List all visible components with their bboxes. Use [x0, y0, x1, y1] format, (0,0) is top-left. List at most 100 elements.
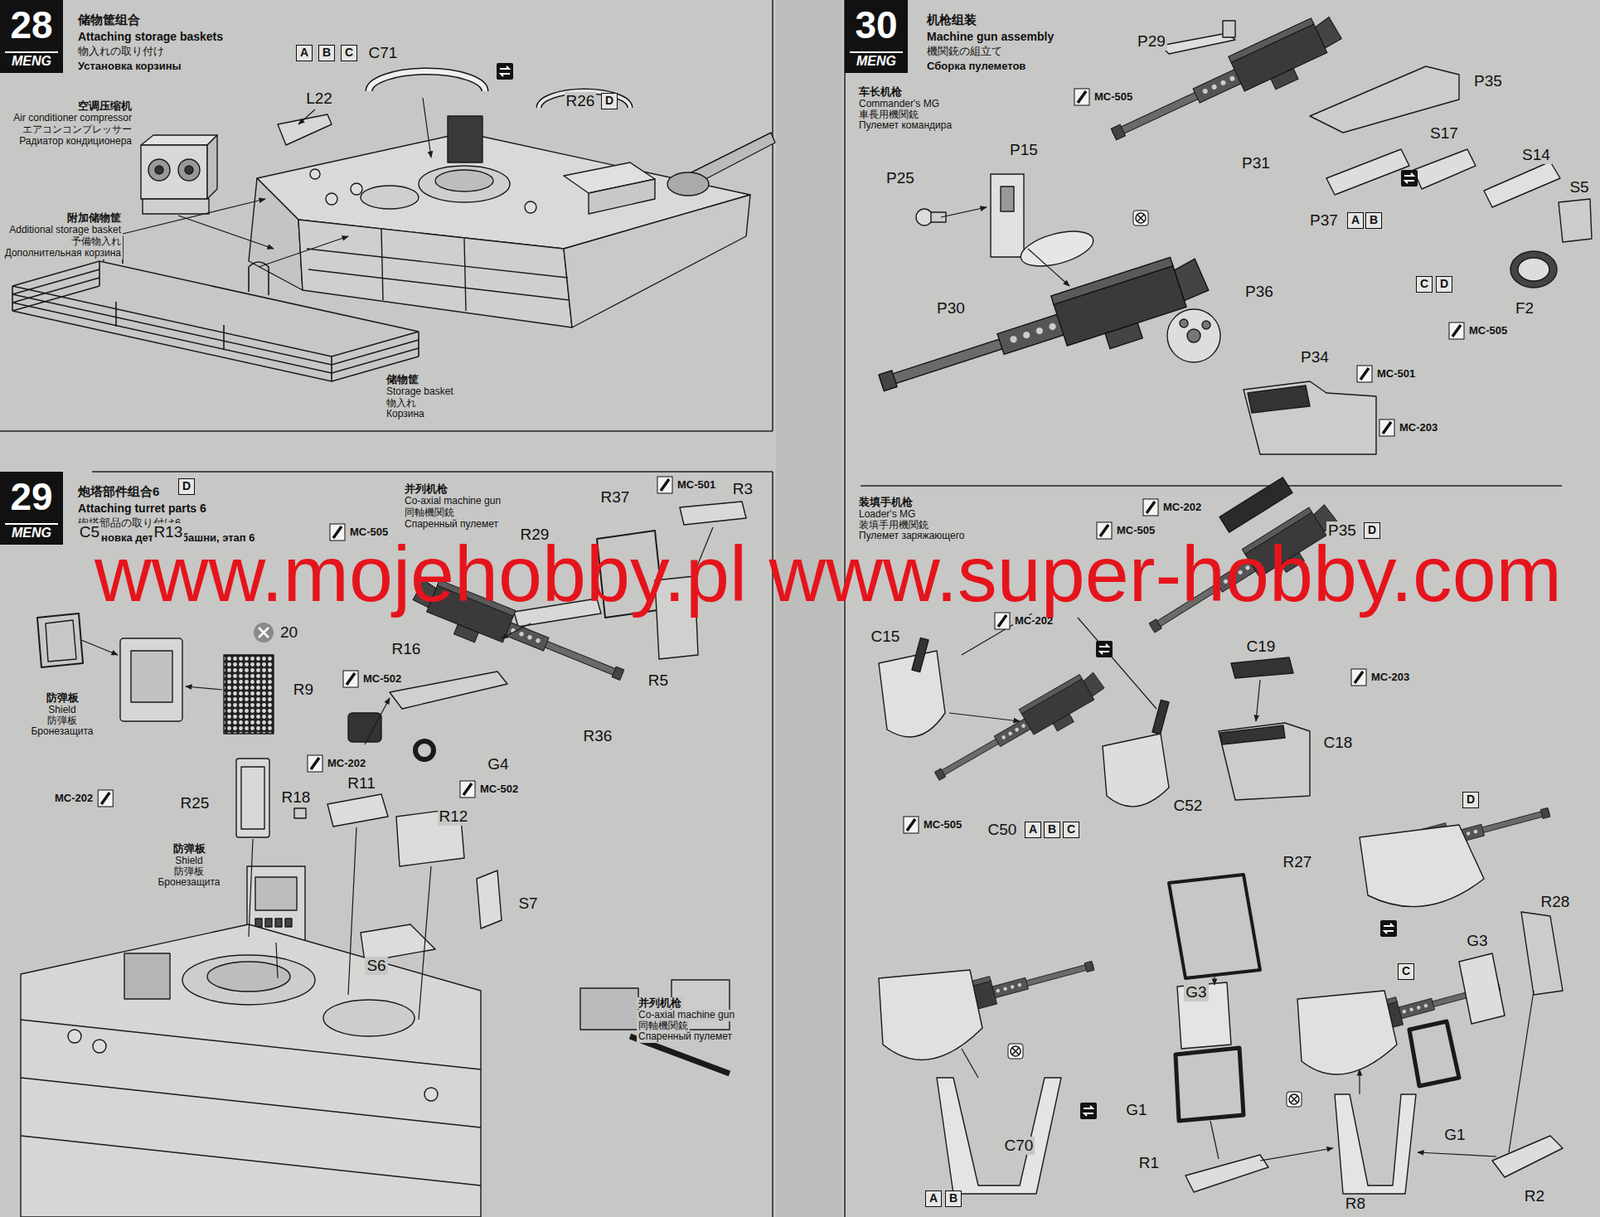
part-number: C50	[986, 820, 1019, 839]
part-number: R18	[280, 788, 313, 807]
turret-drawing	[306, 228, 570, 311]
step-number: 28	[0, 3, 64, 47]
illustration	[1008, 1043, 1024, 1059]
paint-brush-icon	[343, 670, 359, 688]
turret-drawing	[140, 135, 218, 146]
illustration	[1080, 1102, 1097, 1120]
paint-brush-icon	[1452, 324, 1461, 337]
paint-code: MC-502	[478, 783, 520, 796]
note-text: Co-axial machine gun	[636, 1009, 737, 1022]
step-heading: 炮塔部件组合6	[77, 484, 160, 499]
leader-line	[1417, 1152, 1497, 1157]
gun-parts-drawing	[1167, 309, 1221, 363]
step-badge: 29MENG炮塔部件组合6Attaching turret parts 6砲塔部…	[0, 471, 64, 545]
paint-brush-icon	[1357, 365, 1373, 383]
brand-logo: MENG	[4, 523, 59, 542]
frame-line	[860, 484, 1562, 487]
part-number: R36	[581, 727, 615, 746]
paint-code: MC-505	[1092, 91, 1135, 104]
note-text: Спаренный пулемет	[636, 1031, 734, 1043]
turret-parts-drawing	[389, 671, 508, 709]
turret-parts-drawing	[415, 741, 434, 760]
gun-parts-drawing	[1558, 198, 1592, 243]
part-number: C19	[1245, 637, 1278, 656]
gun-parts-drawing	[930, 212, 946, 223]
part-number: P37	[1308, 211, 1340, 230]
leader-line	[248, 838, 253, 937]
note-text: 予備物入れ	[69, 236, 123, 248]
note-text: Корзина	[384, 408, 427, 421]
leader-line	[368, 71, 485, 92]
leader-line	[940, 207, 987, 218]
step-heading: Установка корзины	[77, 60, 182, 73]
paint-brush-icon	[307, 755, 323, 772]
paint-code: MC-505	[1467, 324, 1509, 338]
brand-logo: MENG	[4, 51, 59, 70]
step-number: 30	[844, 3, 908, 47]
note-text: Air conditioner compressor	[11, 112, 134, 125]
gun-parts-drawing	[878, 650, 946, 737]
paint-brush-icon	[1351, 669, 1367, 686]
step-badge: 30MENG机枪组装Machine gun assembly機関銃の組立てСбо…	[844, 0, 908, 73]
turret-parts-drawing	[476, 870, 502, 929]
gun-parts-drawing	[936, 1077, 1062, 1194]
letter-text: B	[1366, 213, 1382, 228]
frame-line	[771, 0, 774, 432]
letter-box: D	[601, 92, 618, 110]
letter-box: C	[1415, 276, 1433, 293]
part-number: R8	[1343, 1194, 1368, 1213]
note-heading: 空调压缩机	[76, 100, 134, 113]
part-number: P34	[1299, 348, 1331, 367]
turret-parts-drawing	[327, 794, 388, 827]
leader-line	[298, 109, 316, 125]
part-number: P31	[1240, 154, 1272, 173]
part-number: C15	[869, 627, 902, 646]
paint-brush-icon	[660, 479, 670, 491]
storage-basket	[12, 261, 419, 382]
badge-box: 29MENG	[0, 471, 64, 545]
part-number: R26	[564, 92, 597, 111]
gun-drawing	[872, 248, 1217, 419]
paint-code: MC-202	[325, 757, 368, 771]
letter-box: A	[1347, 212, 1364, 229]
letter-text: D	[601, 93, 617, 108]
turret-parts-drawing	[294, 808, 306, 819]
paint-brush-icon	[1379, 419, 1395, 437]
storage-basket	[12, 269, 419, 365]
paint-brush-icon	[1074, 88, 1090, 106]
paint-brush-icon	[1357, 365, 1373, 383]
leader-line	[1027, 248, 1070, 287]
gun-parts-drawing	[1017, 224, 1097, 273]
illustration	[1401, 169, 1418, 187]
paint-code: MC-202	[53, 792, 95, 805]
turret-parts-drawing	[241, 766, 265, 830]
letter-text: B	[945, 1191, 961, 1206]
turret-parts-drawing	[580, 988, 639, 1030]
leader-line	[81, 640, 118, 655]
turret-parts-drawing	[253, 622, 274, 643]
turret-parts-drawing	[255, 918, 292, 927]
paint-brush-icon	[346, 673, 355, 685]
turret-parts-drawing	[323, 999, 415, 1037]
storage-basket	[12, 261, 419, 357]
note-heading: 并列机枪	[402, 483, 450, 496]
letter-box: C	[1397, 963, 1415, 980]
part-number: G4	[485, 755, 510, 774]
gun-parts-drawing	[878, 969, 983, 1060]
note-text: 防弾板	[172, 866, 206, 878]
turret-drawing	[325, 193, 338, 205]
letter-text: D	[179, 479, 194, 494]
note-heading: 附加储物筐	[65, 212, 123, 225]
turret-parts-drawing	[258, 627, 269, 638]
note-text: Пулемет командира	[857, 120, 954, 132]
part-number: R27	[1281, 853, 1314, 872]
turret-drawing	[207, 135, 218, 199]
turret-drawing	[588, 179, 655, 214]
note-text: Additional storage basket	[7, 224, 123, 237]
watermark: www.mojehobby.pl www.super-hobby.com	[94, 534, 1562, 614]
part-number: P25	[884, 169, 917, 188]
letter-box: A	[925, 1190, 942, 1208]
paint-brush-icon	[903, 816, 919, 834]
part-number: P36	[1243, 282, 1276, 301]
